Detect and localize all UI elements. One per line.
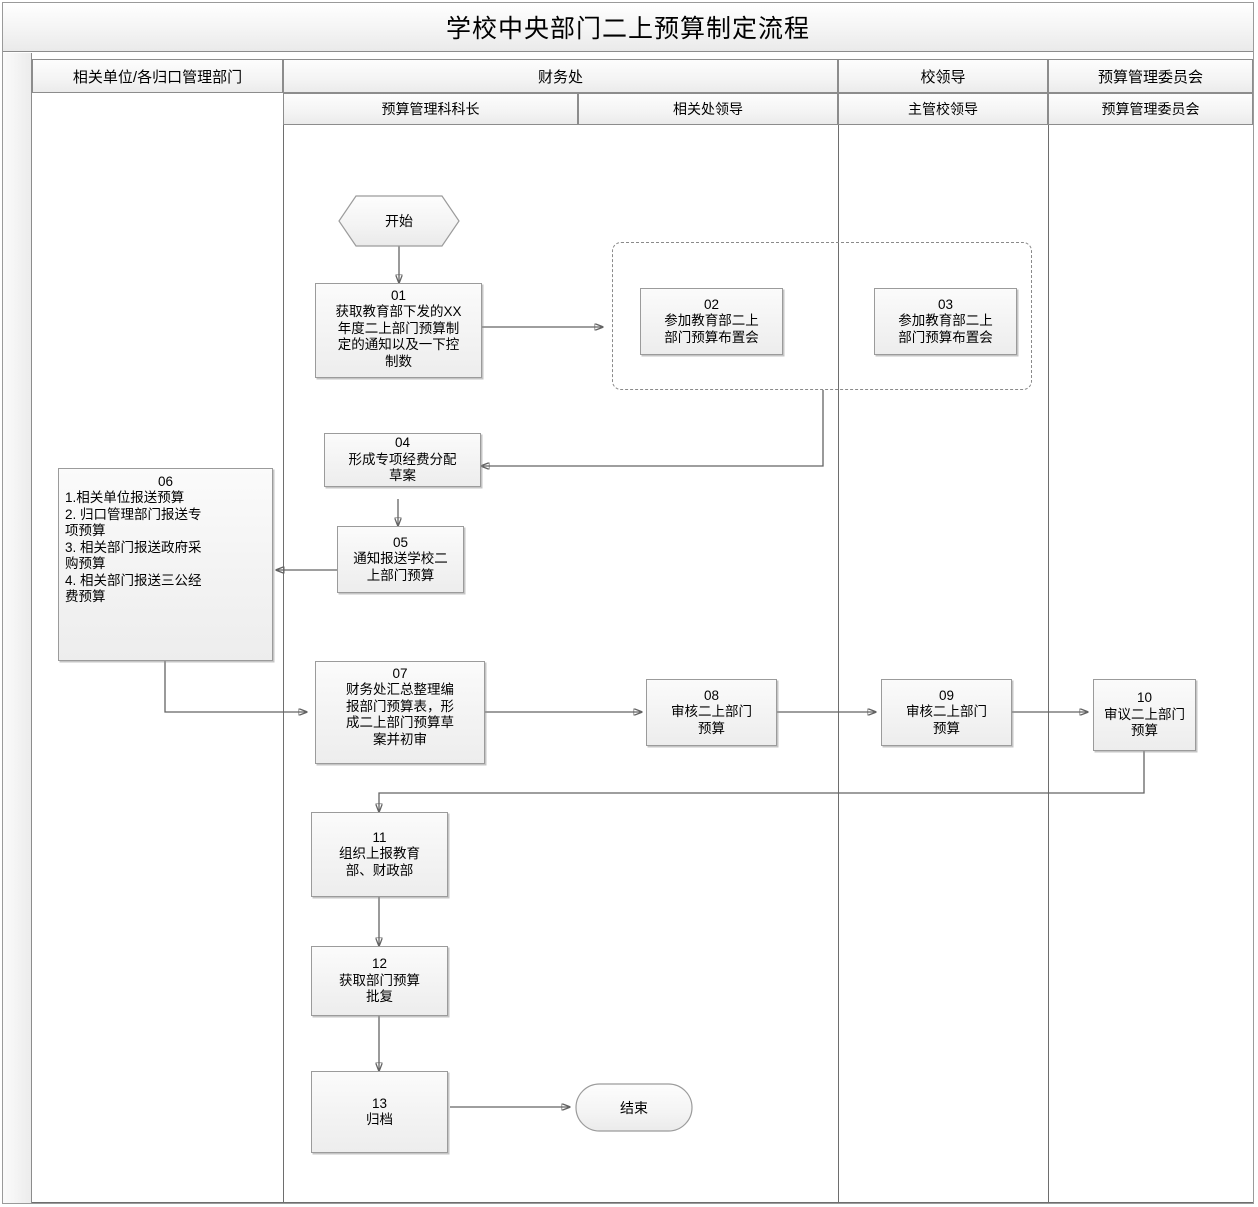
lane-header-units-label: 相关单位/各归口管理部门 (72, 68, 243, 86)
node-07-label-line4: 案并初审 (373, 731, 427, 747)
node-12-label-line1: 获取部门预算 (339, 972, 420, 988)
node-08-number: 08 (703, 687, 720, 703)
node-01-label-line4: 制数 (385, 353, 412, 369)
node-03-number: 03 (937, 296, 954, 312)
node-06-label-line3: 项预算 (65, 523, 106, 539)
node-04-number: 04 (394, 435, 411, 451)
node-12-label-line2: 批复 (366, 989, 393, 1005)
sublane-header-committee-label: 预算管理委员会 (1101, 101, 1200, 117)
node-06-label-line6: 4. 相关部门报送三公经 (65, 572, 202, 588)
node-10[interactable]: 10 审议二上部门 预算 (1093, 679, 1196, 751)
lane-divider-2 (838, 125, 839, 1203)
node-06-label-line7: 费预算 (65, 589, 106, 605)
node-09-number: 09 (938, 687, 955, 703)
start-label: 开始 (385, 213, 413, 229)
left-gutter (3, 53, 32, 1203)
node-07-label-line2: 报部门预算表，形 (346, 698, 454, 714)
node-04[interactable]: 04 形成专项经费分配 草案 (324, 433, 481, 487)
node-07-label-line1: 财务处汇总整理编 (346, 682, 454, 698)
sublane-header-dept-leader: 相关处领导 (578, 93, 838, 125)
end-terminator: 结束 (575, 1083, 693, 1132)
node-03[interactable]: 03 参加教育部二上 部门预算布置会 (874, 288, 1017, 355)
node-11-label-line2: 部、财政部 (345, 862, 414, 878)
node-07[interactable]: 07 财务处汇总整理编 报部门预算表，形 成二上部门预算草 案并初审 (315, 661, 485, 764)
node-03-label-line1: 参加教育部二上 (898, 313, 993, 329)
node-06[interactable]: 06 1.相关单位报送预算 2. 归口管理部门报送专 项预算 3. 相关部门报送… (58, 468, 273, 661)
lane-divider-3 (1048, 125, 1049, 1203)
node-10-label-line2: 预算 (1131, 723, 1158, 739)
node-06-label-line2: 2. 归口管理部门报送专 (65, 506, 202, 522)
node-09-label-line2: 预算 (933, 720, 960, 736)
node-01[interactable]: 01 获取教育部下发的XX 年度二上部门预算制 定的通知以及一下控 制数 (315, 283, 482, 378)
node-02-label-line2: 部门预算布置会 (664, 329, 759, 345)
node-13[interactable]: 13 归档 (311, 1071, 448, 1153)
lane-header-school-leader-label: 校领导 (920, 68, 966, 86)
node-09-label-line1: 审核二上部门 (906, 704, 987, 720)
meeting-group-container (612, 242, 1032, 390)
lane-header-finance-label: 财务处 (537, 68, 583, 86)
node-11-label-line1: 组织上报教育 (339, 846, 420, 862)
node-04-label-line1: 形成专项经费分配 (348, 451, 457, 467)
sublane-header-dept-leader-label: 相关处领导 (673, 101, 743, 117)
start-terminator: 开始 (338, 195, 460, 247)
sublane-header-committee: 预算管理委员会 (1048, 93, 1253, 125)
lane-header-units: 相关单位/各归口管理部门 (32, 59, 283, 93)
node-06-number: 06 (157, 474, 174, 489)
node-13-label-line1: 归档 (366, 1112, 393, 1127)
node-07-number: 07 (392, 666, 408, 681)
node-05-label-line1: 通知报送学校二 (353, 551, 448, 567)
node-03-label-line2: 部门预算布置会 (898, 329, 993, 345)
sublane-header-exec-leader: 主管校领导 (838, 93, 1048, 125)
node-08-label-line1: 审核二上部门 (671, 704, 752, 720)
node-12-number: 12 (371, 956, 388, 972)
end-label: 结束 (620, 1099, 648, 1116)
node-01-label-line1: 获取教育部下发的XX (335, 304, 462, 320)
node-05-label-line2: 上部门预算 (366, 567, 435, 583)
node-01-number: 01 (390, 288, 407, 303)
node-02-label-line1: 参加教育部二上 (664, 313, 759, 329)
sublane-header-exec-leader-label: 主管校领导 (908, 101, 978, 117)
lane-header-budget-committee-label: 预算管理委员会 (1097, 68, 1203, 86)
node-06-label-line5: 购预算 (65, 556, 106, 572)
node-08[interactable]: 08 审核二上部门 预算 (646, 679, 777, 746)
node-01-label-line3: 定的通知以及一下控 (337, 337, 460, 353)
node-01-label-line2: 年度二上部门预算制 (337, 320, 460, 336)
body-bottom-border (32, 1202, 1253, 1203)
node-05[interactable]: 05 通知报送学校二 上部门预算 (337, 526, 464, 593)
node-05-number: 05 (392, 534, 409, 550)
lane-header-budget-committee: 预算管理委员会 (1048, 59, 1253, 93)
sublane-header-budget-chief: 预算管理科科长 (283, 93, 578, 125)
node-06-label-line4: 3. 相关部门报送政府采 (65, 539, 202, 555)
node-06-label-line1: 1.相关单位报送预算 (65, 490, 185, 506)
node-12[interactable]: 12 获取部门预算 批复 (311, 946, 448, 1016)
node-13-number: 13 (371, 1095, 388, 1111)
lane-divider-1 (283, 125, 284, 1203)
node-10-number: 10 (1136, 690, 1153, 706)
lane-header-finance: 财务处 (283, 59, 838, 93)
node-02-number: 02 (703, 296, 720, 312)
node-02[interactable]: 02 参加教育部二上 部门预算布置会 (640, 288, 783, 355)
node-09[interactable]: 09 审核二上部门 预算 (881, 679, 1012, 746)
node-07-label-line3: 成二上部门预算草 (346, 715, 454, 731)
node-11[interactable]: 11 组织上报教育 部、财政部 (311, 812, 448, 897)
node-11-number: 11 (372, 829, 387, 845)
lane-header-school-leader: 校领导 (838, 59, 1048, 93)
node-10-label-line1: 审议二上部门 (1104, 706, 1185, 722)
node-08-label-line2: 预算 (698, 720, 725, 736)
sublane-header-budget-chief-label: 预算管理科科长 (381, 101, 480, 117)
title-bar: 学校中央部门二上预算制定流程 (3, 3, 1253, 52)
page-title: 学校中央部门二上预算制定流程 (445, 15, 810, 43)
node-04-label-line2: 草案 (389, 468, 416, 484)
